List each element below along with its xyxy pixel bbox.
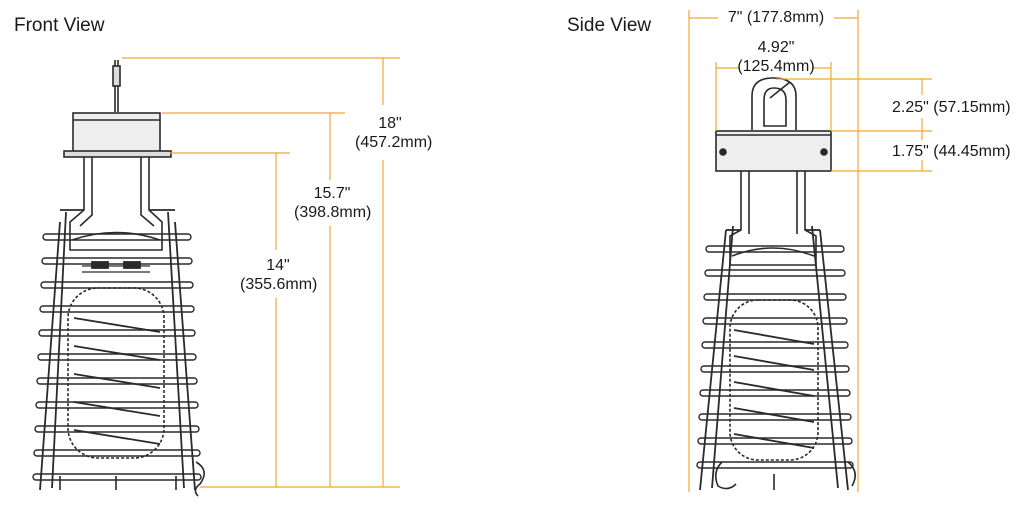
lamp-housing	[63, 112, 172, 158]
side-neck	[729, 171, 817, 266]
front-view-title: Front View	[14, 15, 105, 36]
side-spiral-coils	[733, 329, 815, 449]
side-dimension-lines	[688, 10, 932, 492]
side-view-title: Side View	[567, 15, 652, 36]
dimension-mm: (355.6mm)	[240, 276, 318, 293]
side-dimension-total-width: 7" (177.8mm)	[727, 9, 825, 26]
lamp-neck	[69, 157, 163, 251]
hanger-rod	[112, 60, 121, 112]
spiral-bulb-coils	[73, 261, 161, 445]
side-cage-clips	[714, 461, 856, 490]
dimension-inches: 14"	[266, 257, 290, 274]
dimension-mm: (457.2mm)	[355, 134, 433, 151]
cage-rings	[32, 233, 202, 481]
side-housing	[715, 130, 832, 172]
side-dimension-housing-width: 4.92" (125.4mm)	[736, 38, 816, 76]
wire-cage	[39, 209, 196, 491]
dimension-inches: 4.92"	[757, 39, 795, 56]
front-view-drawing	[32, 60, 205, 497]
dimension-inches: 18"	[378, 115, 402, 132]
dimension-mm: (125.4mm)	[737, 58, 815, 75]
dimension-mm: (398.8mm)	[294, 204, 372, 221]
front-dimension-flange-to-bottom: 14" (355.6mm)	[240, 256, 318, 294]
front-dimension-overall-height: 18" (457.2mm)	[355, 114, 433, 152]
side-view-drawing	[696, 77, 856, 491]
side-dimension-hook-height: 2.25" (57.15mm)	[892, 99, 1011, 116]
side-dimension-housing-height: 1.75" (44.45mm)	[892, 143, 1011, 160]
dimension-inches: 15.7"	[313, 185, 351, 202]
cage-clips	[59, 461, 205, 497]
hanging-hook	[751, 77, 797, 130]
side-cage-rings	[696, 245, 854, 469]
front-dimension-housing-to-bottom: 15.7" (398.8mm)	[294, 184, 372, 222]
front-dimension-lines	[122, 57, 400, 488]
